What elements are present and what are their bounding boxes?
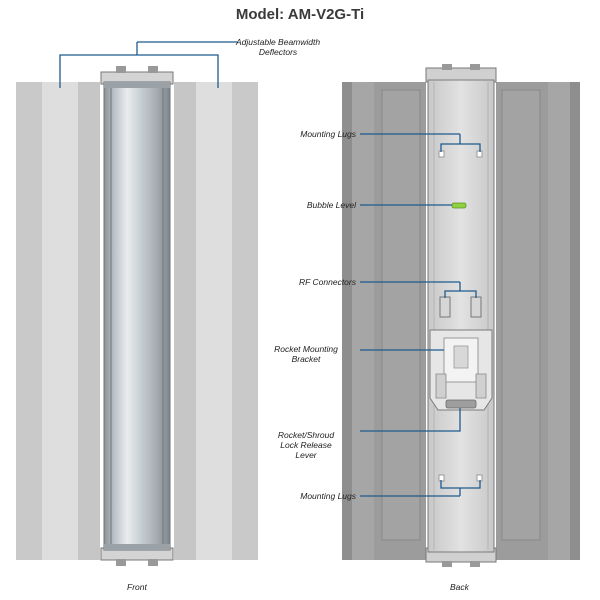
back-center-plate xyxy=(427,79,495,553)
diagram-title: Model: AM-V2G-Ti xyxy=(235,6,365,23)
callout-line-deflectors xyxy=(59,54,219,88)
back-view xyxy=(342,64,580,567)
label-bubble-level: Bubble Level xyxy=(306,200,356,210)
label-rocket-bracket: Rocket Mounting Bracket xyxy=(274,344,338,364)
caption-front: Front xyxy=(127,582,147,592)
back-deflector-left-outer xyxy=(342,82,352,560)
front-deflector-left-outer xyxy=(16,82,42,560)
label-rf-connectors: RF Connectors xyxy=(298,277,356,287)
label-deflectors: Adjustable Beamwidth Deflectors xyxy=(236,37,321,57)
front-deflector-right-outer xyxy=(232,82,258,560)
bubble-level xyxy=(451,202,467,209)
label-lock-release-lever: Rocket/Shroud Lock Release Lever xyxy=(277,430,335,460)
lock-release-lever xyxy=(445,399,477,409)
caption-back: Back xyxy=(450,582,469,592)
front-radome xyxy=(103,81,171,551)
front-deflector-right-inner xyxy=(174,82,196,560)
back-deflector-right-outer xyxy=(570,82,580,560)
rf-connector-left xyxy=(439,296,451,318)
front-deflector-right xyxy=(196,82,232,560)
back-deflector-left xyxy=(352,82,374,560)
front-deflector-left xyxy=(42,82,78,560)
label-mounting-lugs-top: Mounting Lugs xyxy=(300,129,356,139)
front-view xyxy=(16,66,258,566)
callout-lines xyxy=(59,41,481,497)
rf-connector-right xyxy=(470,296,482,318)
front-deflector-left-inner xyxy=(78,82,100,560)
label-mounting-lugs-bottom: Mounting Lugs xyxy=(300,491,356,501)
back-deflector-right xyxy=(548,82,570,560)
